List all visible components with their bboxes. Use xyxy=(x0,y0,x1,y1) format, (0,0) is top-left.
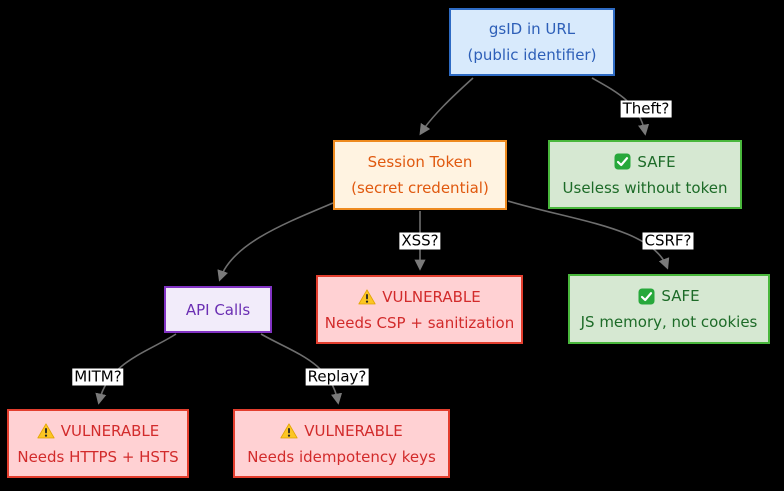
edge-label-mitm: MITM? xyxy=(72,367,124,386)
node-api-calls: API Calls xyxy=(164,286,272,333)
edge-api-calls-to-replay-vulnerable xyxy=(260,333,343,405)
node-status: VULNERABLE xyxy=(60,421,160,440)
node-status: SAFE xyxy=(637,152,676,171)
edge-label-replay: Replay? xyxy=(305,367,369,386)
node-title: gsID in URL xyxy=(488,20,576,38)
node-session-token: Session Token (secret credential) xyxy=(333,140,507,210)
warning-icon xyxy=(280,422,298,438)
node-safe-csrf: SAFE JS memory, not cookies xyxy=(568,274,770,344)
node-subtitle: Needs idempotency keys xyxy=(247,447,436,466)
edge-api-calls-to-mitm-vulnerable xyxy=(95,333,177,405)
warning-icon xyxy=(37,422,55,438)
node-subtitle: Useless without token xyxy=(562,178,728,197)
node-vulnerable-replay: VULNERABLE Needs idempotency keys xyxy=(233,409,450,478)
check-icon xyxy=(638,288,655,304)
node-status: SAFE xyxy=(661,287,700,305)
node-status: VULNERABLE xyxy=(382,287,481,306)
node-safe-theft: SAFE Useless without token xyxy=(548,140,742,209)
node-subtitle: Needs CSP + sanitization xyxy=(324,313,515,332)
edge-label-csrf: CSRF? xyxy=(642,231,694,250)
node-title: API Calls xyxy=(185,300,251,319)
edge-label-xss: XSS? xyxy=(399,231,441,250)
warning-icon xyxy=(358,288,376,304)
edge-gsid-to-theft-safe xyxy=(591,77,650,136)
node-vulnerable-xss: VULNERABLE Needs CSP + sanitization xyxy=(316,275,523,344)
edge-session-token-to-csrf-safe xyxy=(507,200,670,270)
node-subtitle: Needs HTTPS + HSTS xyxy=(17,447,179,466)
node-subtitle: (secret credential) xyxy=(351,179,489,197)
node-subtitle: JS memory, not cookies xyxy=(580,313,758,331)
edge-gsid-to-session-token xyxy=(419,77,474,136)
node-gsid-in-url: gsID in URL (public identifier) xyxy=(449,8,615,76)
edge-label-theft: Theft? xyxy=(620,99,672,118)
node-status: VULNERABLE xyxy=(304,421,403,440)
node-vulnerable-mitm: VULNERABLE Needs HTTPS + HSTS xyxy=(7,409,189,478)
edge-session-token-to-api-calls xyxy=(217,202,334,282)
check-icon xyxy=(614,153,631,170)
node-subtitle: (public identifier) xyxy=(467,46,597,64)
node-title: Session Token xyxy=(367,153,473,171)
